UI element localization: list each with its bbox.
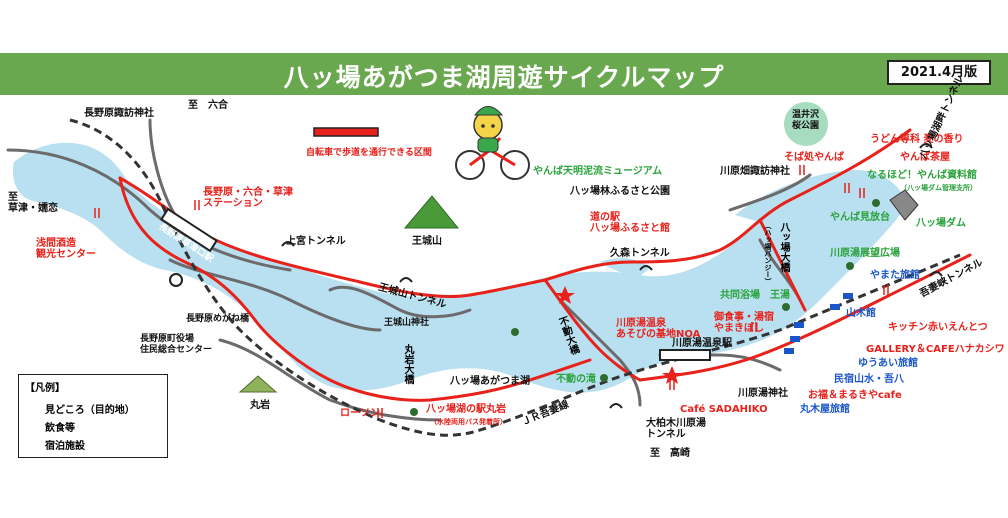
label-ohoki-tunnel: 大柏木川原湯 トンネル — [646, 418, 706, 440]
label-kawarayu-onsen: 川原湯温泉 あそびの基地NOA — [616, 318, 701, 340]
cycling-mascot-icon — [455, 106, 530, 180]
label-fudou-taki: 不動の滝 — [556, 374, 596, 385]
kawarayu-station-marker — [659, 349, 711, 361]
label-gallery-cafe: GALLERY＆CAFEハナカシワ — [866, 344, 1005, 355]
restaurant-icon-lawson — [377, 408, 383, 418]
label-to-rokugo: 至 六合 — [188, 100, 228, 111]
route-legend-text: 自転車で歩道を通行できる区間 — [306, 148, 432, 158]
restaurant-icon-udon — [844, 183, 850, 193]
label-marukiya-ryokan: 丸木屋旅館 — [800, 404, 850, 415]
label-naganohara-megane: 長野原めがね橋 — [186, 314, 250, 324]
legend-row-restaurant: 飲食等 — [45, 423, 75, 434]
label-kawarayu-shrine: 川原湯神社 — [738, 388, 788, 399]
legend-row-sight: 見どころ（目的地） — [45, 405, 135, 416]
label-yanba-shiryokan: なるほど！やんば資料館 — [867, 170, 977, 181]
legend-box: 【凡例】 見どころ（目的地） 飲食等 宿泊施設 — [18, 374, 168, 458]
lake — [12, 142, 901, 393]
sight-marker-museum — [511, 328, 519, 336]
label-naganohara-suwa: 長野原諏訪神社 — [84, 108, 154, 119]
label-ofuku-cafe: お福＆まるきやcafe — [808, 390, 902, 401]
sight-marker-oushiro — [410, 408, 418, 416]
label-udon: うどん専科 麦の香り — [870, 134, 964, 145]
label-kumori-tunnel: 久森トンネル — [610, 248, 670, 259]
restaurant-icon-asama — [94, 208, 100, 218]
label-furusato-park: 八ッ場林ふるさと公園 — [570, 186, 670, 197]
sight-marker-mihara — [872, 199, 880, 207]
tunnel-markers — [281, 143, 943, 409]
label-kawarahata-shrine: 川原畑諏訪神社 — [720, 166, 790, 177]
label-maruyakura-bridge: 丸岩大橋 — [402, 344, 413, 384]
label-goshokuji: 御食事・湯宿 やまきぼし — [714, 312, 774, 334]
edition-label: 2021.4月版 — [887, 60, 991, 85]
label-yamakikan: 山木館 — [846, 308, 876, 319]
label-lawson: ローソン — [340, 408, 380, 419]
label-yanba-chaya: やんば茶屋 — [900, 152, 950, 163]
lodging-icon-yuuai — [790, 336, 800, 342]
restaurant-icon-soba — [799, 165, 805, 175]
restaurant-icon-station — [194, 200, 200, 210]
label-kamimiya-tunnel: 上宮トンネル — [286, 236, 346, 247]
label-town-hall: 長野原町役場 住民総合センター — [140, 334, 213, 355]
legend-title: 【凡例】 — [25, 383, 65, 394]
lodging-icon-yamata — [843, 293, 853, 299]
restaurant-icon-kitchen — [883, 285, 889, 295]
title-banner: 八ッ場あがつま湖周遊サイクルマップ — [0, 53, 1008, 95]
restaurant-icons — [94, 165, 889, 418]
restaurant-icon-chaya — [859, 188, 865, 198]
sightseeing-markers — [410, 199, 880, 416]
label-michinoeki-note: （水陸両用バス発着所） — [430, 418, 507, 426]
label-kawarayu-station: 川原湯温泉駅 — [672, 338, 732, 349]
label-yuuai-ryokan: ゆうあい旅館 — [858, 358, 918, 369]
maruiwa-mountain-icon — [238, 375, 278, 393]
michinoeki-star-icon — [555, 286, 575, 304]
label-michinoeki-yamba: 道の駅 八ッ場ふるさと館 — [590, 212, 670, 234]
restaurant-icon-cafe — [669, 380, 675, 390]
lodging-icons — [784, 293, 853, 354]
label-yanba-dam: 八ッ場ダム — [916, 218, 966, 229]
onsenzawa-park-icon — [784, 102, 828, 146]
label-lake-name: 八ッ場あがつま湖 — [450, 376, 530, 387]
restaurant-icon-goshoku — [751, 322, 757, 332]
lake-arm-upper — [735, 169, 905, 225]
label-naganohara-station: 長野原・六合・草津 ステーション — [203, 187, 293, 209]
label-to-takasaki: 至 高崎 — [650, 448, 690, 459]
label-onsenzawa: 温井沢 桜公園 — [792, 110, 820, 131]
lodging-icon-yamakiboshi — [794, 322, 804, 328]
label-yanba-mihara: やんば見放台 — [830, 212, 890, 223]
label-michinoeki-marunawa: 八ッ場湖の駅丸岩 — [426, 404, 506, 415]
sight-marker-fudou — [600, 374, 608, 382]
label-kyodo-yoku: 共同浴場 王湯 — [720, 290, 790, 301]
label-asama-sake: 浅間酒造 観光センター — [36, 238, 96, 260]
label-cafe-sadahiko: Café SADAHIKO — [680, 404, 768, 415]
sight-marker-kyodo — [782, 303, 790, 311]
label-soba-yanba: そば処やんば — [784, 152, 844, 163]
sight-marker-hiroba — [846, 262, 854, 270]
label-minshuku-yamanoi: 民宿山水・吾八 — [834, 374, 904, 385]
label-oushiro-shrine: 王城山神社 — [384, 318, 430, 328]
lodging-icon-yamaki — [830, 304, 840, 310]
label-yamata-ryokan: やまた旅館 — [870, 270, 920, 281]
kusatsu-guchi-station-marker — [160, 207, 218, 253]
cycle-route — [118, 128, 972, 402]
town-hall-marker — [169, 273, 183, 287]
label-kawarayu-hiroba: 川原湯展望広場 — [830, 248, 900, 259]
kawarayu-star-icon — [662, 366, 682, 384]
lodging-icon-kogoma — [784, 348, 794, 354]
label-maruiwa: 丸岩 — [250, 400, 270, 411]
label-tenmei-museum: やんば天明泥流ミュージアム — [533, 166, 663, 177]
label-to-kusatsu: 至 草津・嬬恋 — [8, 192, 58, 214]
oushiro-mountain-icon — [403, 195, 460, 229]
label-yanba-bridge-sub: （ハッ場バンジー） — [764, 222, 772, 285]
route-legend-bar — [313, 127, 379, 137]
label-yanba-bridge: 八ッ場大橋 — [778, 222, 789, 272]
label-oushiro-yama: 王城山 — [412, 236, 442, 247]
legend-row-lodging: 宿泊施設 — [45, 441, 85, 452]
map-title: 八ッ場あがつま湖周遊サイクルマップ — [283, 63, 725, 92]
dam-icon — [889, 189, 919, 221]
label-kitchen-akaientotsu: キッチン赤いえんとつ — [888, 322, 988, 333]
label-yanba-shiryokan-note: （八ッ場ダム管理支所） — [900, 184, 977, 192]
